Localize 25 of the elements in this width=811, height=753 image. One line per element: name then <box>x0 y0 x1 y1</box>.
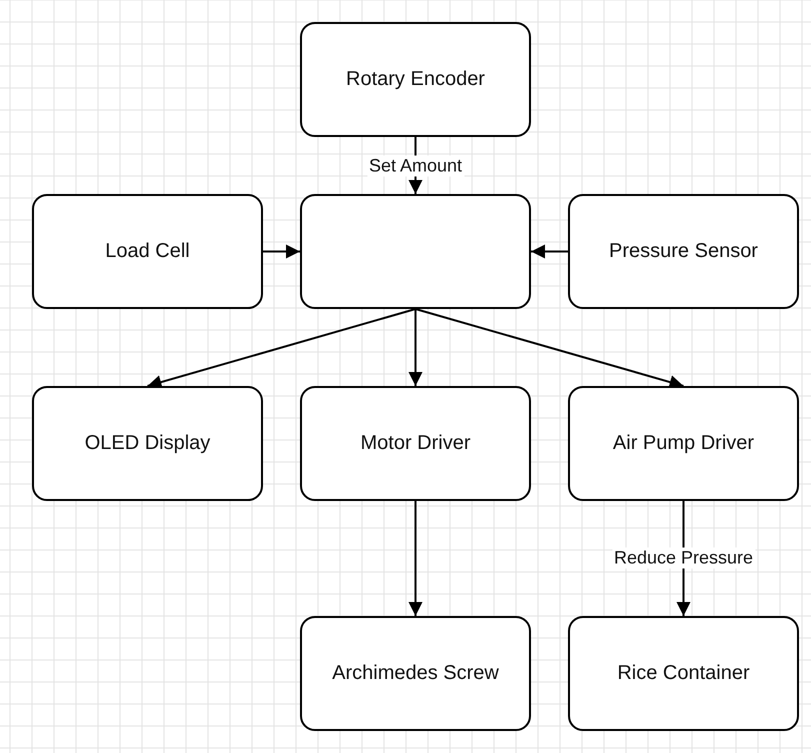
node-label: Load Cell <box>105 240 190 263</box>
process-box <box>568 386 799 501</box>
node-label: Rotary Encoder <box>346 68 485 91</box>
process-box <box>300 616 531 731</box>
process-box <box>300 386 531 501</box>
process-box <box>568 194 799 309</box>
node-label: OLED Display <box>84 432 210 455</box>
arrow <box>415 308 684 389</box>
process-box <box>32 386 263 501</box>
node-label: Archimedes Screw <box>332 662 499 685</box>
arrow <box>531 244 568 258</box>
process-box <box>568 616 799 731</box>
arrow <box>147 308 416 389</box>
node-label: Rice Container <box>617 662 750 685</box>
arrow <box>408 501 422 616</box>
process-box <box>300 194 531 309</box>
arrow <box>263 244 300 258</box>
process-box <box>32 194 263 309</box>
node-label: Air Pump Driver <box>612 432 754 455</box>
edge-label: Reduce Pressure <box>612 548 756 568</box>
edge-label: Set Amount <box>366 155 464 176</box>
arrow <box>408 309 422 386</box>
node-label: Pressure Sensor <box>609 240 758 263</box>
process-box <box>300 22 531 137</box>
node-label: Motor Driver <box>360 432 470 455</box>
